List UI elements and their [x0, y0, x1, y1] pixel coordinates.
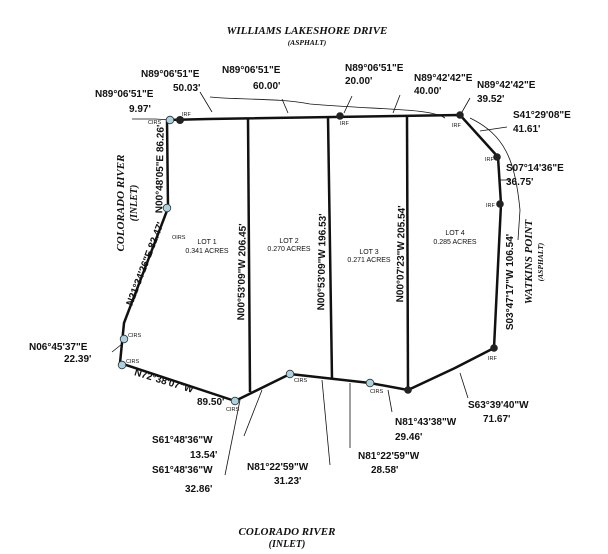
north-road-name: WILLIAMS LAKESHORE DRIVE: [227, 25, 388, 37]
lot-3-area: 0.271 ACRES: [347, 257, 391, 264]
pin-label-irf: IRF: [488, 356, 498, 362]
call-16-distance: 89.50': [197, 397, 224, 408]
north-road-surface: (ASPHALT): [288, 38, 327, 47]
pin-set: [285, 369, 295, 379]
lot-2-name: LOT 2: [279, 238, 298, 245]
south-river-sub: (INLET): [269, 539, 306, 550]
call-11-bearing: N81°43'38"W: [395, 417, 457, 428]
lot-line-2-label: N00°53'09"W 196.53': [316, 213, 329, 310]
call-10-bearing: S63°39'40"W: [468, 400, 529, 411]
call-17-distance: 22.39': [64, 354, 91, 365]
call-18: N21°34'26"E 82.47': [125, 221, 167, 308]
pin-found: [456, 111, 464, 119]
lot-line-3-label: N00°07'23"W 205.54': [395, 205, 408, 302]
west-river-name: COLORADO RIVER: [115, 155, 127, 252]
call-7-distance: 41.61': [513, 124, 540, 135]
pin-label-irf: IRF: [452, 123, 462, 129]
pin-set: [365, 378, 375, 388]
pin-label-cirs: CIRS: [126, 359, 139, 365]
call-1-bearing: N89°06'51"E: [95, 89, 154, 100]
lot-2-area: 0.270 ACRES: [267, 246, 311, 253]
call-19: N00°48'05"E 86.26': [154, 125, 167, 214]
call-15-distance: 13.54': [190, 450, 217, 461]
call-8-distance: 36.75': [506, 177, 533, 188]
call-8-bearing: S07°14'36"E: [506, 163, 564, 174]
call-3-bearing: N89°06'51"E: [222, 65, 281, 76]
call-14-distance: 32.86': [185, 484, 212, 495]
pin-set: [117, 360, 127, 370]
parcel-boundary: [118, 113, 503, 403]
leader-lines: [111, 91, 510, 476]
pin-label-irf: IRF: [340, 121, 350, 127]
pin-label-oirs: OIRS: [172, 235, 186, 241]
pin-set: [162, 203, 172, 213]
pin-found: [176, 116, 184, 124]
pin-label-cirs: CIRS: [128, 333, 141, 339]
call-6-distance: 39.52': [477, 94, 504, 105]
pin-label-irf: IRF: [182, 112, 192, 118]
call-1-distance: 9.97': [129, 104, 151, 115]
call-5-bearing: N89°42'42"E: [414, 73, 473, 84]
call-17-bearing: N06°45'37"E: [29, 342, 88, 353]
lot-line-1-label: N00°53'09"W 206.45': [236, 223, 249, 320]
call-4-bearing: N89°06'51"E: [345, 63, 404, 74]
call-16: N72°38'07"W: [133, 367, 195, 396]
lot-line-2-3: [326, 116, 334, 380]
pin-found: [404, 386, 412, 394]
call-10-distance: 71.67': [483, 414, 510, 425]
call-12-bearing: N81°22'59"W: [358, 451, 420, 462]
lot-line-1-2: [246, 117, 252, 393]
call-13-distance: 31.23': [274, 476, 301, 487]
pin-found: [490, 344, 498, 352]
pin-label-cirs: CIRS: [226, 407, 239, 413]
lot-1-name: LOT 1: [197, 239, 216, 246]
call-4-distance: 20.00': [345, 76, 372, 87]
pin-found: [496, 200, 504, 208]
pin-set: [165, 115, 175, 125]
south-river-name: COLORADO RIVER: [239, 526, 336, 538]
call-12-distance: 28.58': [371, 465, 398, 476]
east-road-name: WATKINS POINT: [523, 218, 535, 304]
call-3-distance: 60.00': [253, 81, 280, 92]
pin-found: [336, 112, 344, 120]
call-9: S03°47'17"W 106.54': [505, 234, 516, 330]
pin-set: [119, 334, 129, 344]
pin-set: [230, 396, 240, 406]
west-river-sub: (INLET): [129, 185, 140, 222]
lot-3-name: LOT 3: [359, 249, 378, 256]
lot-4-area: 0.285 ACRES: [433, 239, 477, 246]
pins-group: [117, 111, 504, 406]
call-5-distance: 40.00': [414, 86, 441, 97]
pin-label-irf: IRF: [485, 157, 495, 163]
call-2-distance: 50.03': [173, 83, 200, 94]
call-7-bearing: S41°29'08"E: [513, 110, 571, 121]
call-11-distance: 29.46': [395, 432, 422, 443]
pin-label-cirs: CIRS: [370, 389, 383, 395]
call-15-bearing: S61°48'36"W: [152, 435, 213, 446]
call-14-bearing: S61°48'36"W: [152, 465, 213, 476]
call-13-bearing: N81°22'59"W: [247, 462, 309, 473]
call-2-bearing: N89°06'51"E: [141, 69, 200, 80]
pin-label-cirs: CIRS: [148, 120, 161, 126]
pin-label-irf: IRF: [486, 203, 496, 209]
lot-1-area: 0.341 ACRES: [185, 248, 229, 255]
lot-4-name: LOT 4: [445, 230, 464, 237]
call-6-bearing: N89°42'42"E: [477, 80, 536, 91]
pin-found: [493, 153, 501, 161]
east-road-edge: [469, 117, 521, 241]
pin-label-cirs: CIRS: [294, 378, 307, 384]
lot-line-3-4: [405, 115, 410, 391]
east-road-surface: (ASPHALT): [536, 242, 545, 281]
